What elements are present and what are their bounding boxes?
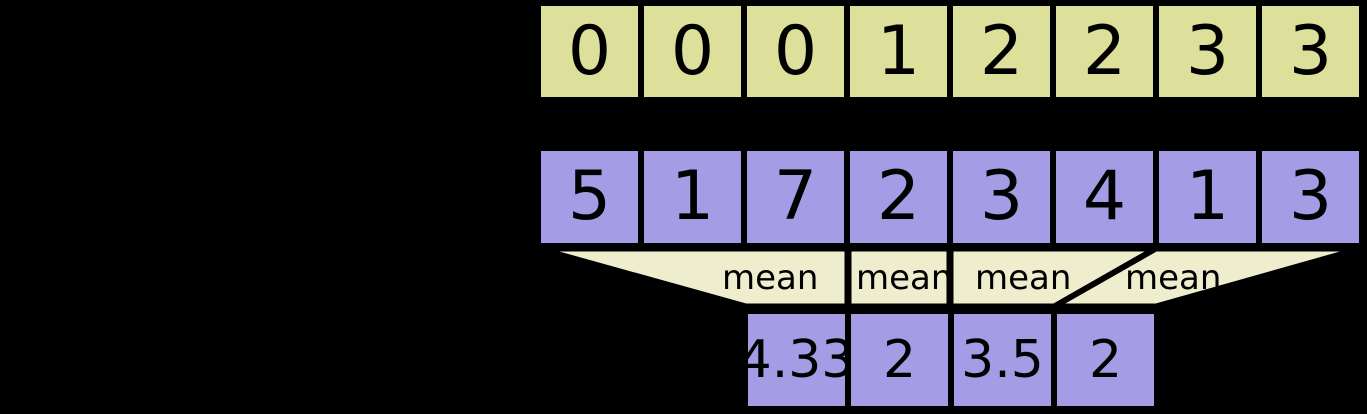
segment-cell: 2 [950,3,1053,100]
output-cell: 2 [848,311,951,409]
value-cell: 1 [1156,148,1259,246]
value-cell: 3 [1259,148,1362,246]
segment-cell: 3 [1259,3,1362,100]
value-cell: 5 [538,148,641,246]
mean-funnel-label: mean [722,258,819,298]
value-cell: 4 [1053,148,1156,246]
segment-cell: 2 [1053,3,1156,100]
mean-funnel-label: mean [1125,258,1222,298]
segment-cell: 0 [641,3,744,100]
value-cell: 7 [744,148,847,246]
mean-funnel-label: mean [856,258,953,298]
segment-cell: 3 [1156,3,1259,100]
output-cell: 2 [1054,311,1157,409]
value-cell: 3 [950,148,1053,246]
segment-cell: 0 [538,3,641,100]
output-cell: 3.5 [951,311,1054,409]
value-cell: 1 [641,148,744,246]
segment-cell: 0 [744,3,847,100]
segment-cell: 1 [847,3,950,100]
output-cell: 4.33 [739,311,854,409]
value-cell: 2 [847,148,950,246]
mean-funnel-label: mean [975,258,1072,298]
